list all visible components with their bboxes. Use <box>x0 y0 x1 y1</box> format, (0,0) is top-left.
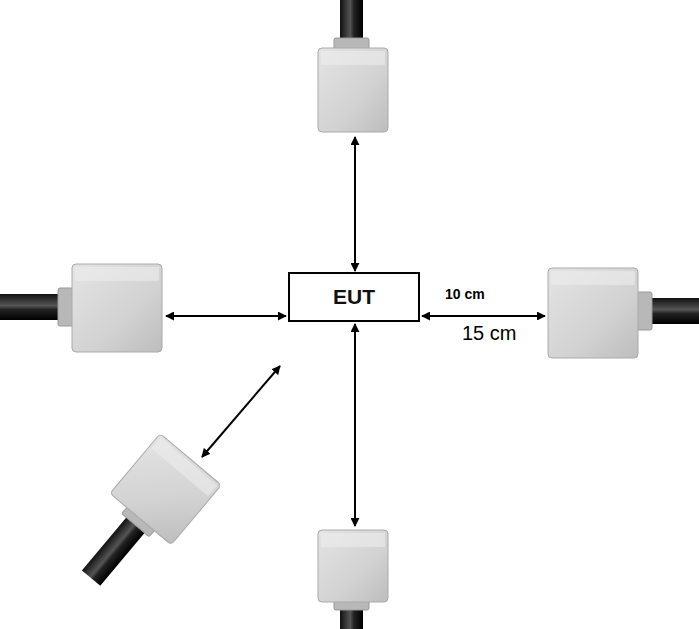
probe-bottom <box>318 530 388 629</box>
box-label: EUT <box>333 285 375 309</box>
probe-top <box>318 0 388 132</box>
equipment-box: EUT <box>288 272 420 322</box>
probe-left <box>0 264 162 352</box>
probe-right <box>548 268 699 358</box>
probe-diagonal <box>60 434 221 604</box>
distance-label: 10 cm <box>445 286 485 302</box>
distance-arrows <box>166 137 545 526</box>
distance-label: 15 cm <box>442 320 538 349</box>
